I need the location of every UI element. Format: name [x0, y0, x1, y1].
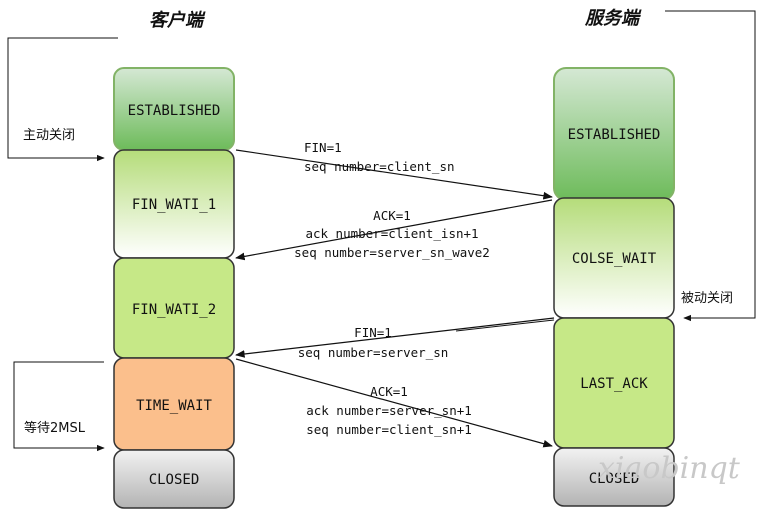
client-state-established-label: ESTABLISHED — [128, 103, 221, 119]
server-state-close-wait-label: COLSE_WAIT — [572, 251, 657, 267]
ack1-arrow — [235, 199, 553, 261]
client-state-closed — [113, 449, 235, 509]
ack2-line-1: ACK=1 — [370, 384, 408, 399]
client-column: ESTABLISHED FIN_WATI_1 FIN_WATI_2 TIME_W… — [113, 67, 235, 509]
client-state-fin-wait-1-label: FIN_WATI_1 — [132, 197, 216, 213]
client-state-time-wait-label: TIME_WAIT — [136, 398, 212, 414]
client-title: 客户端 — [149, 10, 206, 31]
client-close-loop-arrow — [7, 37, 118, 162]
ack1-line-2: ack number=client_isn+1 — [305, 226, 478, 241]
ack1-line-1: ACK=1 — [373, 208, 411, 223]
wait-2msl-loop-arrow — [13, 361, 105, 452]
server-state-closed-label: CLOSED — [589, 471, 640, 487]
watermark: xiaobinqt — [598, 451, 741, 486]
wait-2msl-label: 等待2MSL — [24, 420, 86, 436]
server-state-last-ack-label: LAST_ACK — [580, 376, 648, 392]
fin2-line-1: FIN=1 — [354, 325, 392, 340]
client-state-fin-wait-2-label: FIN_WATI_2 — [132, 302, 216, 318]
ack2-line-3: seq number=client_sn+1 — [306, 422, 472, 437]
server-state-established-label: ESTABLISHED — [568, 127, 661, 143]
fin1-line-1: FIN=1 — [304, 140, 342, 155]
ack1-line-3: seq number=server_sn_wave2 — [294, 245, 490, 260]
server-state-closed — [553, 447, 675, 507]
ack2-arrow — [235, 358, 553, 448]
fin2-arrow — [235, 317, 555, 358]
server-close-loop-arrow — [665, 10, 756, 322]
ack2-line-2: ack number=server_sn+1 — [306, 403, 472, 418]
server-close-label: 被动关闭 — [681, 291, 733, 306]
client-state-closed-label: CLOSED — [149, 472, 200, 488]
server-column: ESTABLISHED COLSE_WAIT LAST_ACK CLOSED — [553, 67, 675, 507]
server-title: 服务端 — [584, 8, 642, 29]
fin1-line-2: seq number=client_sn — [304, 159, 455, 174]
fin1-arrow — [235, 149, 553, 200]
fin2-line-2: seq number=server_sn — [298, 345, 449, 360]
client-close-label: 主动关闭 — [23, 128, 75, 143]
fin2-arrow-double — [455, 319, 555, 332]
